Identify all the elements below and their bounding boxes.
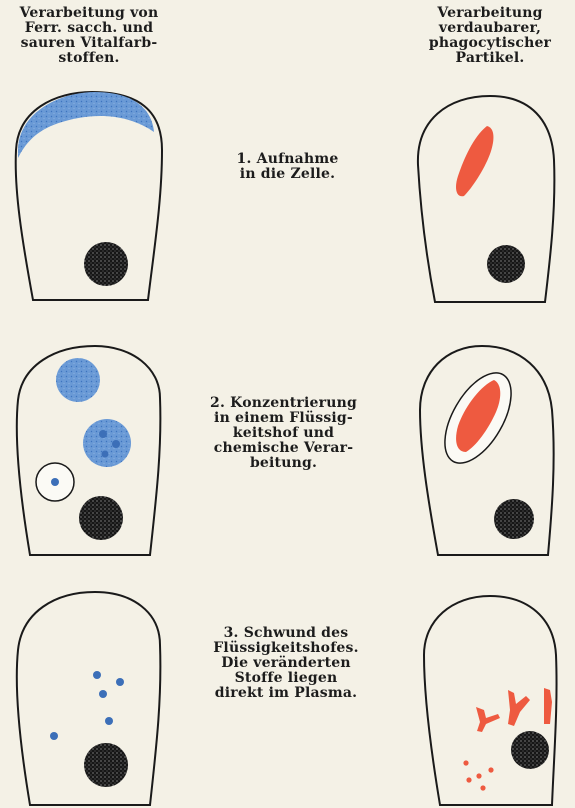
blue-dot: [93, 671, 101, 679]
red-dot: [463, 760, 468, 765]
nucleus: [487, 245, 525, 283]
red-particle: [456, 126, 493, 196]
red-fragment: [476, 707, 500, 732]
blue-cap: [18, 92, 154, 158]
nucleus: [79, 496, 123, 540]
nucleus: [84, 242, 128, 286]
red-fragment: [508, 690, 530, 726]
right-cell-1: [418, 96, 554, 302]
left-cell-1: [16, 92, 162, 300]
blue-vacuole: [56, 358, 100, 402]
blue-vacuole-with-granules: [83, 419, 131, 467]
blue-dot: [116, 678, 124, 686]
cell-outline: [424, 596, 557, 805]
nucleus: [511, 731, 549, 769]
right-cell-2: [420, 346, 554, 555]
right-cell-3: [424, 596, 557, 805]
granule: [112, 440, 120, 448]
red-dot: [466, 777, 471, 782]
blue-dot: [105, 717, 113, 725]
left-cell-3: [17, 592, 161, 805]
left-cell-2: [17, 346, 161, 555]
red-fragment: [544, 688, 552, 724]
granule: [102, 451, 109, 458]
red-dot: [488, 767, 493, 772]
blue-dot: [51, 478, 59, 486]
nucleus: [84, 743, 128, 787]
blue-dot: [99, 690, 107, 698]
nucleus: [494, 499, 534, 539]
red-dot: [480, 785, 485, 790]
blue-dot: [50, 732, 58, 740]
granule: [99, 430, 107, 438]
red-dot: [476, 773, 481, 778]
